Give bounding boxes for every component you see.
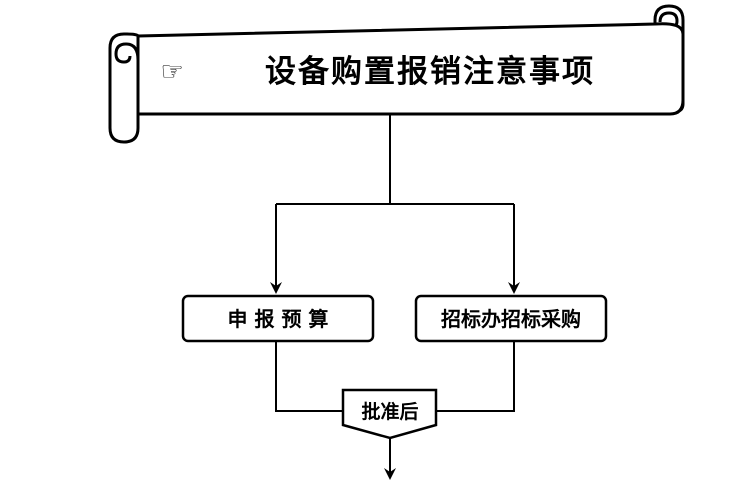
scroll-left-roll	[108, 32, 140, 144]
scroll-body	[136, 22, 685, 116]
scroll-banner: ☞ 设备购置报销注意事项	[108, 4, 685, 144]
budget-to-merge-line	[275, 342, 343, 412]
step-tender-purchase: 招标办招标采购	[414, 294, 608, 343]
step-tender-purchase-label: 招标办招标采购	[441, 307, 581, 331]
connectors	[270, 114, 520, 480]
step-declare-budget-label: 申 报 预 算	[228, 307, 329, 331]
step-after-approval-label: 批准后	[361, 401, 418, 423]
banner-title: 设备购置报销注意事项	[265, 54, 595, 90]
tender-to-merge-line	[436, 342, 515, 412]
step-declare-budget: 申 报 预 算	[181, 294, 375, 343]
pointing-hand-icon: ☞	[160, 57, 183, 87]
step-after-approval: 批准后	[341, 388, 438, 440]
